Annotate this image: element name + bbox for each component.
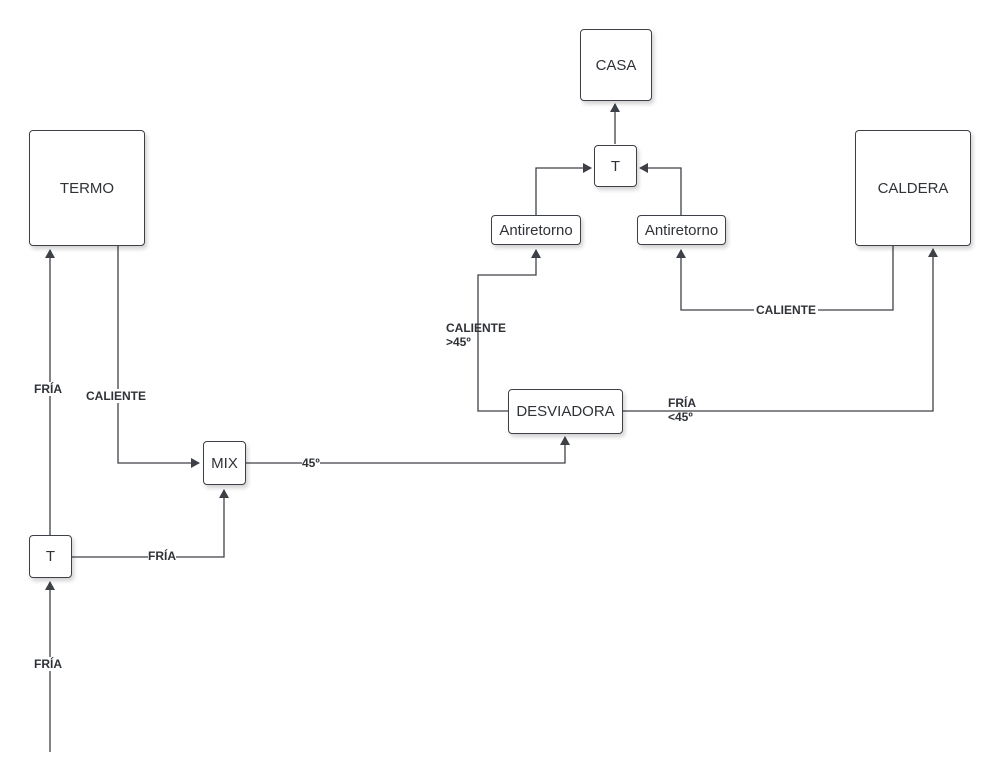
node-antiretorno-right-label: Antiretorno [644, 221, 719, 239]
label-mix-out: 45º [302, 456, 320, 470]
label-fria-termo-in: FRÍA [34, 382, 62, 396]
label-fria-desviadora-line2: <45º [668, 410, 693, 424]
node-antiretorno-right: Antiretorno [637, 215, 726, 245]
node-antiretorno-left: Antiretorno [491, 215, 581, 245]
label-fria-t-to-mix: FRÍA [148, 549, 176, 563]
node-mix-label: MIX [211, 454, 238, 472]
edge-caldera-to-antiretorno-right [676, 245, 894, 311]
node-caldera-label: CALDERA [877, 179, 949, 197]
edge-desviadora-to-antiretorno-left [477, 249, 541, 412]
label-caliente-desviadora-line2: >45º [446, 335, 471, 349]
node-t-bottom: T [29, 535, 72, 578]
label-fria-desviadora-line1: FRÍA [668, 396, 696, 410]
node-desviadora: DESVIADORA [508, 389, 623, 434]
node-t-top-label: T [610, 157, 621, 175]
node-desviadora-label: DESVIADORA [516, 403, 615, 420]
edge-termo-to-mix [117, 246, 200, 468]
edge-mix-to-desviadora [246, 436, 570, 464]
edge-antiretorno-right-to-t [639, 163, 682, 215]
label-fria-desviadora: FRÍA <45º [668, 396, 696, 424]
node-mix: MIX [203, 441, 246, 485]
node-termo-label: TERMO [59, 179, 115, 197]
node-t-top: T [594, 145, 637, 187]
label-caliente-caldera: CALIENTE [754, 303, 818, 317]
node-termo: TERMO [29, 130, 145, 246]
node-antiretorno-left-label: Antiretorno [499, 221, 573, 239]
label-caliente-desviadora: CALIENTE >45º [446, 321, 506, 349]
node-casa: CASA [580, 29, 652, 101]
node-casa-label: CASA [595, 56, 637, 74]
edge-desviadora-to-caldera [623, 248, 938, 412]
edge-t-to-mix [72, 489, 229, 558]
label-caliente-termo-out: CALIENTE [86, 389, 146, 403]
edge-antiretorno-left-to-t [535, 163, 592, 215]
label-caliente-desviadora-line1: CALIENTE [446, 321, 506, 335]
label-fria-supply: FRÍA [34, 657, 62, 671]
node-caldera: CALDERA [855, 130, 971, 246]
node-t-bottom-label: T [45, 548, 56, 565]
